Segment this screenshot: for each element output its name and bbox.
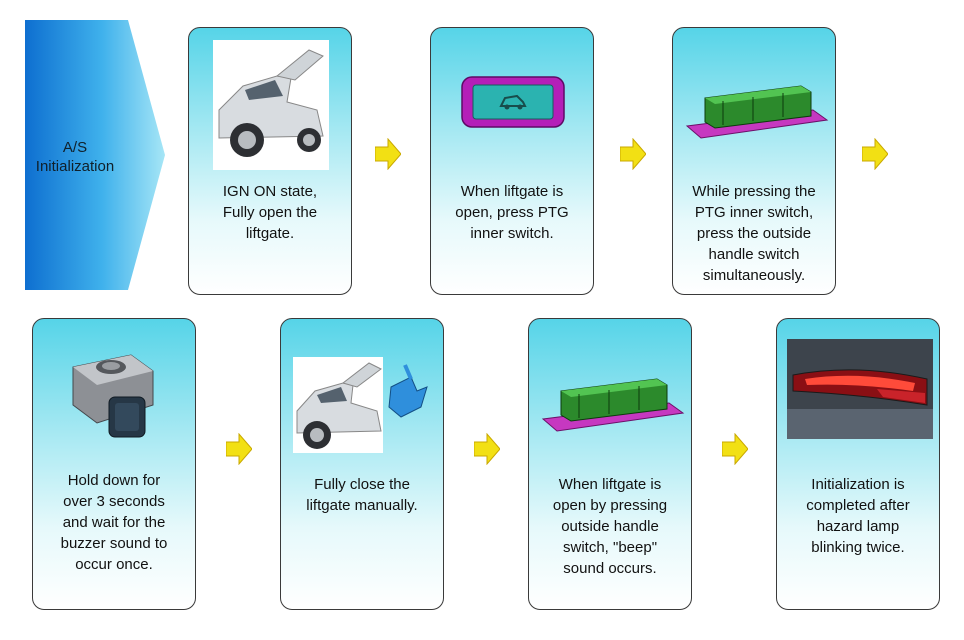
step-text-3: While pressing the PTG inner switch, pre… xyxy=(692,183,816,284)
step-text-6: When liftgate is open by pressing outsid… xyxy=(552,476,668,577)
step-text-5: Fully close the liftgate manually. xyxy=(306,476,418,514)
step-card-7: Initialization is completed after hazard… xyxy=(776,318,940,610)
buzzer-icon xyxy=(67,345,163,445)
step-text-1: IGN ON state, Fully open the liftgate. xyxy=(222,183,318,242)
flow-arrow-3 xyxy=(862,138,888,170)
flow-arrow-4 xyxy=(226,433,252,465)
flow-arrow-1 xyxy=(375,138,401,170)
step-card-4: Hold down for over 3 seconds and wait fo… xyxy=(32,318,196,610)
step-text-7: Initialization is completed after hazard… xyxy=(806,476,910,556)
car-closing-liftgate-icon xyxy=(293,357,433,453)
handle-switch-module-icon xyxy=(683,74,829,144)
car-open-liftgate-icon xyxy=(213,40,329,170)
flow-arrow-5 xyxy=(474,433,500,465)
step-card-3: While pressing the PTG inner switch, pre… xyxy=(672,27,836,295)
diagram-title: A/S Initialization xyxy=(35,139,115,175)
step-text-2: When liftgate is open, press PTG inner s… xyxy=(455,183,569,242)
step-card-2: When liftgate is open, press PTG inner s… xyxy=(430,27,594,295)
handle-switch-module-icon xyxy=(539,367,685,437)
step-card-5: Fully close the liftgate manually. xyxy=(280,318,444,610)
title-chevron-shape xyxy=(25,20,165,290)
ptg-inner-switch-icon xyxy=(461,76,565,128)
step-card-1: IGN ON state, Fully open the liftgate. xyxy=(188,27,352,295)
step-card-6: When liftgate is open by pressing outsid… xyxy=(528,318,692,610)
tail-lamp-icon xyxy=(787,339,933,439)
step-text-4: Hold down for over 3 seconds and wait fo… xyxy=(60,472,168,573)
flow-arrow-2 xyxy=(620,138,646,170)
flow-arrow-6 xyxy=(722,433,748,465)
